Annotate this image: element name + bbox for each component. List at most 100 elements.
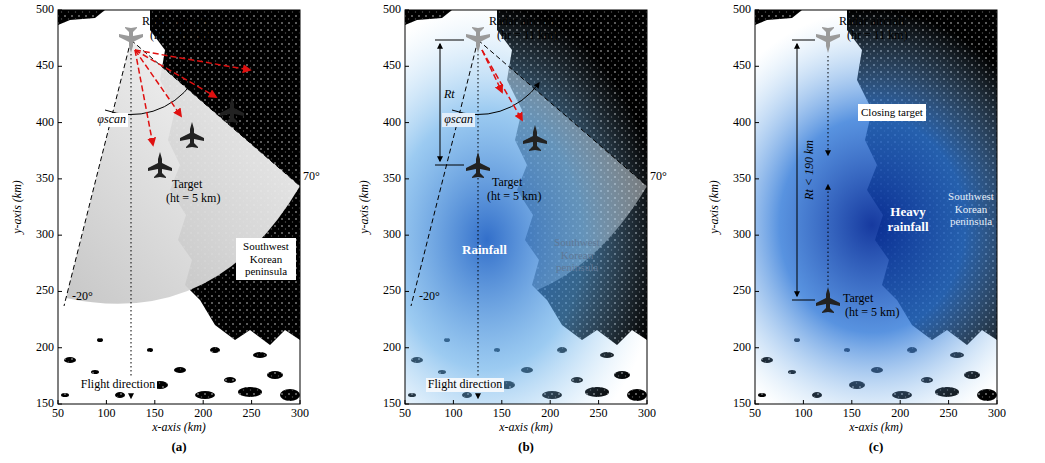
tick-label: 350 bbox=[36, 172, 54, 186]
tick-mark bbox=[405, 404, 409, 405]
aircraft-label: Radar aircraft bbox=[839, 15, 905, 29]
tick-label: 450 bbox=[383, 59, 401, 73]
tick-mark bbox=[58, 347, 62, 348]
tick-mark bbox=[58, 66, 62, 67]
tick-label: 200 bbox=[541, 407, 559, 421]
panel-c bbox=[687, 10, 1045, 440]
axis-title: x-axis (km) bbox=[152, 421, 206, 435]
angle-label: -20° bbox=[72, 290, 93, 304]
tick-label: 250 bbox=[590, 407, 608, 421]
tick-label: 500 bbox=[733, 3, 751, 17]
tick-mark bbox=[755, 66, 759, 67]
tick-mark bbox=[58, 400, 59, 404]
direction-label: Flight direction bbox=[426, 378, 504, 392]
tick-label: 150 bbox=[383, 397, 401, 411]
tick-mark bbox=[405, 400, 406, 404]
tick-mark bbox=[405, 10, 409, 11]
tick-label: 400 bbox=[383, 116, 401, 130]
tick-mark bbox=[405, 122, 409, 123]
tick-mark bbox=[251, 400, 252, 404]
axis-title: y-axis (km) bbox=[11, 180, 25, 234]
rain-label: Heavy rainfall bbox=[880, 205, 936, 235]
tick-label: 450 bbox=[733, 59, 751, 73]
tick-mark bbox=[405, 235, 409, 236]
tick-label: 400 bbox=[36, 116, 54, 130]
angle-label: 70° bbox=[303, 170, 320, 184]
tick-label: 200 bbox=[383, 341, 401, 355]
panel-label: (a) bbox=[171, 440, 186, 455]
aircraft-label: Radar aircraft bbox=[142, 15, 208, 29]
altitude-label: (ht = 5 km) bbox=[166, 192, 220, 206]
tick-label: 250 bbox=[36, 284, 54, 298]
altitude-label: (hr = 11 km) bbox=[150, 29, 211, 43]
tick-mark bbox=[405, 291, 409, 292]
tick-mark bbox=[453, 400, 454, 404]
angle-label: -20° bbox=[419, 290, 440, 304]
altitude-label: (hr = 11 km) bbox=[847, 29, 908, 43]
axis-title: x-axis (km) bbox=[849, 421, 903, 435]
tick-mark bbox=[58, 404, 62, 405]
altitude-label: (ht = 5 km) bbox=[845, 306, 899, 320]
tick-label: 300 bbox=[988, 407, 1006, 421]
tick-mark bbox=[755, 122, 759, 123]
tick-label: 500 bbox=[36, 3, 54, 17]
target-label: Target bbox=[843, 292, 873, 306]
tick-mark bbox=[755, 291, 759, 292]
tick-mark bbox=[755, 404, 759, 405]
aircraft-label: Radar aircraft bbox=[489, 15, 555, 29]
panel-label: (b) bbox=[518, 440, 534, 455]
tick-label: 200 bbox=[733, 341, 751, 355]
tick-mark bbox=[997, 400, 998, 404]
axis-title: x-axis (km) bbox=[499, 421, 553, 435]
tick-label: 450 bbox=[36, 59, 54, 73]
tick-label: 150 bbox=[146, 407, 164, 421]
direction-label: Flight direction bbox=[79, 378, 157, 392]
tick-mark bbox=[501, 400, 502, 404]
tick-mark bbox=[300, 400, 301, 404]
tick-label: 300 bbox=[291, 407, 309, 421]
scan-angle-label: φscan bbox=[95, 113, 128, 127]
tick-label: 400 bbox=[733, 116, 751, 130]
tick-label: 150 bbox=[843, 407, 861, 421]
tick-mark bbox=[58, 291, 62, 292]
tick-mark bbox=[647, 400, 648, 404]
tick-mark bbox=[851, 400, 852, 404]
tick-mark bbox=[154, 400, 155, 404]
tick-mark bbox=[755, 347, 759, 348]
tick-mark bbox=[106, 400, 107, 404]
tick-mark bbox=[405, 347, 409, 348]
tick-label: 500 bbox=[383, 3, 401, 17]
tick-label: 350 bbox=[383, 172, 401, 186]
tick-mark bbox=[755, 400, 756, 404]
tick-mark bbox=[755, 10, 759, 11]
tick-label: 100 bbox=[444, 407, 462, 421]
target-label: Target bbox=[492, 176, 522, 190]
region-label: Southwest Korean peninsula bbox=[547, 236, 607, 274]
box-text: Southwest Korean peninsula bbox=[239, 240, 293, 278]
axis-ticks bbox=[58, 10, 997, 404]
tick-label: 350 bbox=[733, 172, 751, 186]
axis-title: y-axis (km) bbox=[708, 180, 722, 234]
tick-label: 300 bbox=[638, 407, 656, 421]
tick-label: 250 bbox=[940, 407, 958, 421]
region-label: Southwest Korean peninsula bbox=[945, 190, 997, 228]
box-text: Closing target bbox=[861, 106, 923, 119]
tick-label: 50 bbox=[749, 407, 761, 421]
axis-title: y-axis (km) bbox=[358, 180, 372, 234]
tick-label: 50 bbox=[399, 407, 411, 421]
target-status-box: Closing target bbox=[858, 104, 926, 121]
tick-mark bbox=[58, 178, 62, 179]
tick-label: 50 bbox=[52, 407, 64, 421]
scan-angle-label: φscan bbox=[442, 113, 475, 127]
tick-label: 200 bbox=[36, 341, 54, 355]
tick-label: 250 bbox=[383, 284, 401, 298]
tick-mark bbox=[900, 400, 901, 404]
range-label: Rt < 190 km bbox=[803, 140, 817, 200]
tick-mark bbox=[598, 400, 599, 404]
altitude-label: (hr = 11 km) bbox=[497, 29, 558, 43]
angle-label: 70° bbox=[650, 170, 667, 184]
tick-mark bbox=[405, 178, 409, 179]
altitude-label: (ht = 5 km) bbox=[487, 190, 541, 204]
tick-label: 150 bbox=[733, 397, 751, 411]
tick-mark bbox=[803, 400, 804, 404]
